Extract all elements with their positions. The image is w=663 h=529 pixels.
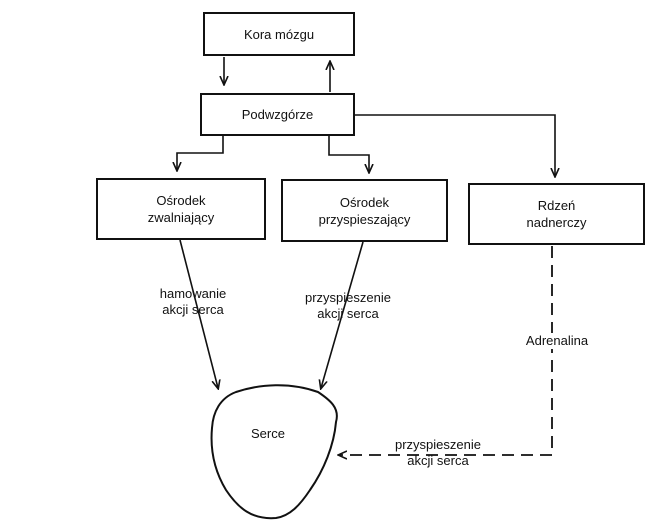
- arrow-hypothalamus-to-accelerating-center: [328, 136, 369, 172]
- cortex-label: Kora mózgu: [243, 26, 315, 42]
- inhibition-label-line2: akcji serca: [162, 302, 224, 317]
- adrenal-medulla-label-line2: nadnerczy: [526, 215, 587, 230]
- accelerating-center-label-line2: przyspieszający: [318, 211, 411, 227]
- inhibition-label-line1: hamowanie: [159, 286, 227, 301]
- adrenaline-effect-label: przyspieszenie akcji serca: [378, 437, 498, 469]
- slowing-center-box: Ośrodek zwalniający: [96, 178, 266, 240]
- inhibition-label: hamowanie akcji serca: [138, 286, 248, 318]
- arrow-hypothalamus-to-adrenal-medulla: [355, 114, 555, 176]
- heart-shape: [210, 384, 338, 520]
- acceleration-label-line1: przyspieszenie: [305, 290, 391, 305]
- acceleration-label-line2: akcji serca: [317, 306, 379, 321]
- slowing-center-label-line1: Ośrodek: [156, 193, 206, 208]
- adrenal-medulla-box: Rdzeń nadnerczy: [468, 183, 645, 245]
- hypothalamus-label: Podwzgórze: [241, 107, 314, 122]
- arrow-adrenal-medulla-to-heart: [339, 246, 553, 455]
- arrow-accelerating-center-to-heart: [321, 241, 364, 388]
- acceleration-label: przyspieszenie akcji serca: [288, 290, 408, 322]
- arrow-slowing-center-to-heart: [179, 239, 218, 388]
- adrenal-medulla-label-line1: Rdzeń: [537, 198, 576, 213]
- hypothalamus-box: Podwzgórze: [200, 93, 355, 136]
- heart-label: Serce: [251, 426, 285, 441]
- accelerating-center-label-line1: Ośrodek: [339, 194, 390, 210]
- adrenaline-effect-label-line1: przyspieszenie: [395, 437, 481, 452]
- slowing-center-label-line2: zwalniający: [147, 210, 215, 225]
- adrenaline-effect-label-line2: akcji serca: [407, 453, 469, 468]
- arrow-hypothalamus-to-slowing-center: [177, 136, 224, 170]
- accelerating-center-box: Ośrodek przyspieszający: [281, 179, 448, 242]
- cortex-box: Kora mózgu: [203, 12, 355, 56]
- adrenaline-label: Adrenalina: [512, 333, 602, 349]
